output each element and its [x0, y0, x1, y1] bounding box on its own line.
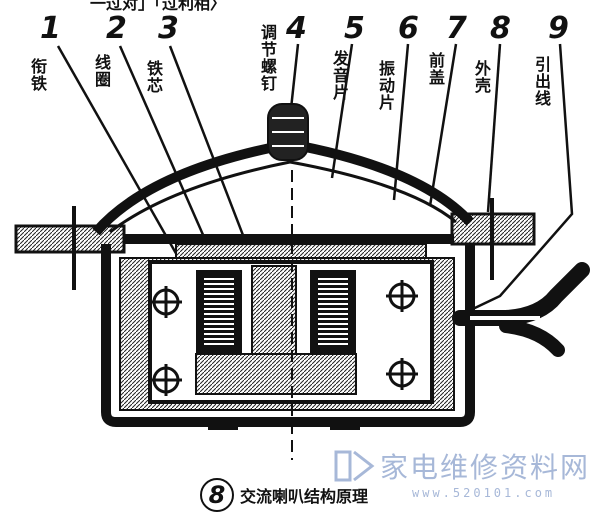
watermark: 家电维修资料网 www.520101.com — [332, 440, 600, 506]
watermark-text: 家电维修资料网 — [380, 451, 591, 484]
figure-title: 交流喇叭结构原理 — [240, 487, 369, 506]
part-number-9: 9 — [548, 11, 569, 46]
part-number-4: 4 — [286, 11, 307, 46]
label-armature: 衔铁 — [28, 58, 47, 92]
label-coil: 线圈 — [92, 54, 111, 88]
label-iron-core: 铁芯 — [144, 60, 163, 94]
part-number-7: 7 — [446, 11, 467, 46]
part-number-8: 8 — [490, 11, 511, 46]
watermark-url: www.520101.com — [412, 486, 556, 500]
cropped-top-text: 一过对」「过利相〉 — [90, 0, 227, 13]
figure-number: 8 — [200, 478, 234, 512]
part-number-2: 2 — [106, 11, 127, 46]
lead-wire — [452, 262, 590, 357]
armature — [175, 243, 427, 259]
label-vibrating-plate: 振动片 — [376, 60, 395, 111]
part-number-6: 6 — [398, 11, 419, 46]
vibrating-plate — [124, 234, 454, 244]
figure-caption: 8 交流喇叭结构原理 — [200, 478, 368, 512]
part-number-1: 1 — [40, 11, 61, 46]
watermark-logo-icon — [334, 450, 375, 482]
sounding-plate — [109, 160, 457, 234]
part-number-3: 3 — [158, 11, 179, 46]
label-front-cover: 前盖 — [426, 52, 445, 86]
part-number-5: 5 — [344, 11, 365, 46]
label-outer-shell: 外壳 — [472, 60, 491, 94]
label-lead-wire: 引出线 — [532, 56, 551, 107]
label-adjusting-screw: 调节螺钉 — [258, 24, 277, 92]
mounting-screws — [150, 280, 418, 396]
outer-shell — [101, 244, 475, 427]
